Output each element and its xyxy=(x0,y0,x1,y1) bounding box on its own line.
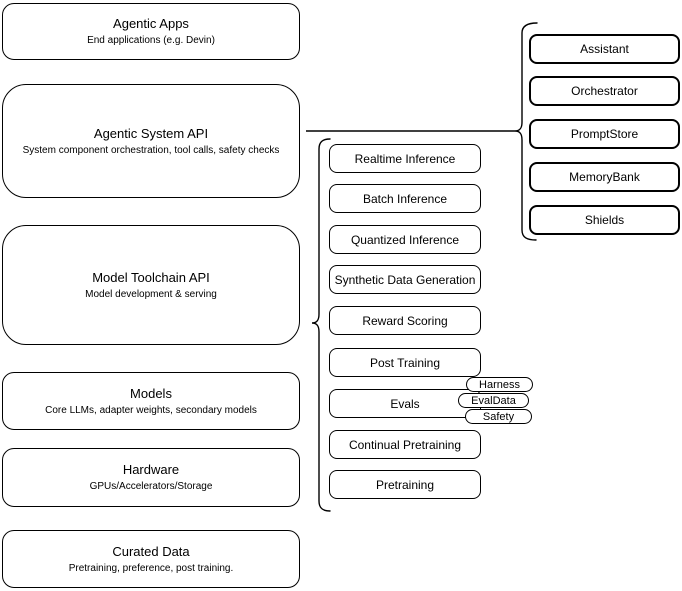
tag-evaldata: EvalData xyxy=(458,393,529,408)
node-title: Models xyxy=(130,385,172,401)
node-subtitle: Core LLMs, adapter weights, secondary mo… xyxy=(45,404,257,416)
node-subtitle: Model development & serving xyxy=(85,288,217,300)
node-subtitle: End applications (e.g. Devin) xyxy=(87,35,215,46)
node-agentic-apps: Agentic Apps End applications (e.g. Devi… xyxy=(2,3,300,60)
node-title: Agentic System API xyxy=(93,125,209,141)
node-memorybank: MemoryBank xyxy=(529,162,680,192)
toolchain-brace xyxy=(311,138,331,512)
node-shields: Shields xyxy=(529,205,680,235)
node-pretraining: Pretraining xyxy=(329,470,481,499)
tag-safety: Safety xyxy=(465,409,532,424)
node-assistant: Assistant xyxy=(529,34,680,64)
node-subtitle: GPUs/Accelerators/Storage xyxy=(89,481,213,492)
node-realtime-inference: Realtime Inference xyxy=(329,144,481,173)
node-title: Curated Data xyxy=(112,543,190,559)
node-continual-pretraining: Continual Pretraining xyxy=(329,430,481,459)
node-batch-inference: Batch Inference xyxy=(329,184,481,213)
node-curated-data: Curated Data Pretraining, preference, po… xyxy=(2,530,300,588)
node-evals: Evals xyxy=(329,389,481,418)
node-agentic-system-api: Agentic System API System component orch… xyxy=(2,84,300,198)
node-subtitle: Pretraining, preference, post training. xyxy=(68,562,234,574)
node-hardware: Hardware GPUs/Accelerators/Storage xyxy=(2,448,300,507)
node-post-training: Post Training xyxy=(329,348,481,377)
node-subtitle: System component orchestration, tool cal… xyxy=(22,144,280,156)
node-synthetic-data-generation: Synthetic Data Generation xyxy=(329,265,481,294)
node-quantized-inference: Quantized Inference xyxy=(329,225,481,254)
node-reward-scoring: Reward Scoring xyxy=(329,306,481,335)
node-orchestrator: Orchestrator xyxy=(529,76,680,106)
node-promptstore: PromptStore xyxy=(529,119,680,149)
node-models: Models Core LLMs, adapter weights, secon… xyxy=(2,372,300,430)
node-title: Hardware xyxy=(122,462,180,477)
node-title: Agentic Apps xyxy=(113,16,189,31)
node-model-toolchain-api: Model Toolchain API Model development & … xyxy=(2,225,300,345)
node-title: Model Toolchain API xyxy=(92,269,210,285)
tag-harness: Harness xyxy=(466,377,533,392)
